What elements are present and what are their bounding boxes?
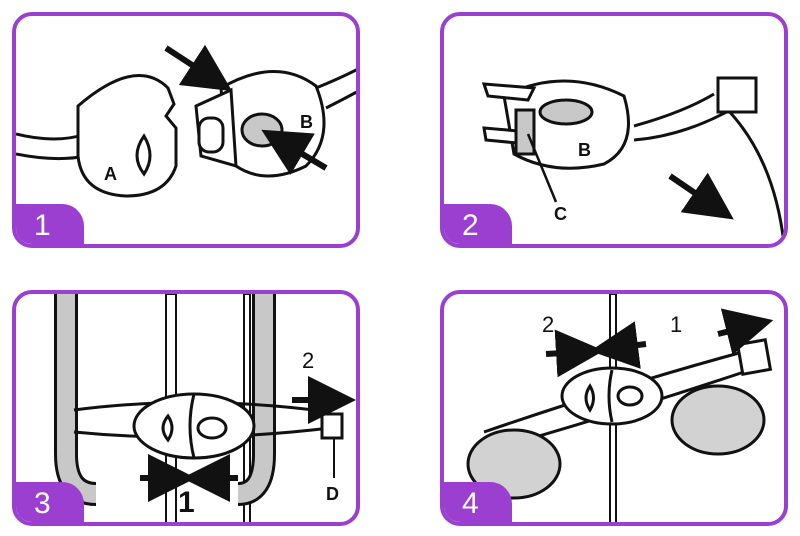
step-1-illustration: A B (16, 44, 356, 198)
push-arrow-button (261, 129, 328, 175)
label-c: C (554, 204, 567, 224)
step-number-1: 1 (670, 312, 682, 337)
step-number-2: 2 (302, 348, 314, 373)
step-3-illustration: 1 2 D (54, 294, 356, 522)
step-3-badge: 3 (16, 482, 84, 522)
step-number-2: 2 (542, 312, 554, 337)
step-3-panel: 1 2 D 3 (12, 290, 360, 526)
pull-arrow (668, 172, 734, 220)
step-1-badge: 1 (16, 204, 84, 244)
squeeze-arrow-left (545, 329, 604, 378)
step-2-panel: B C 2 (440, 12, 788, 248)
push-arrow-top (164, 44, 233, 92)
step-2-badge: 2 (444, 204, 512, 244)
step-4-illustration: 2 1 (466, 294, 774, 522)
step-4-badge: 4 (444, 482, 512, 522)
step-1-panel: A B 1 (12, 12, 360, 248)
label-b: B (578, 140, 591, 160)
step-number-1: 1 (178, 486, 195, 519)
label-a: A (104, 164, 117, 184)
step-2-illustration: B C (481, 76, 784, 244)
pull-end-arrow (717, 308, 774, 356)
step-4-panel: 2 1 4 (440, 290, 788, 526)
squeeze-arrow-right (590, 321, 647, 369)
label-b: B (300, 112, 313, 132)
label-d: D (326, 484, 339, 504)
